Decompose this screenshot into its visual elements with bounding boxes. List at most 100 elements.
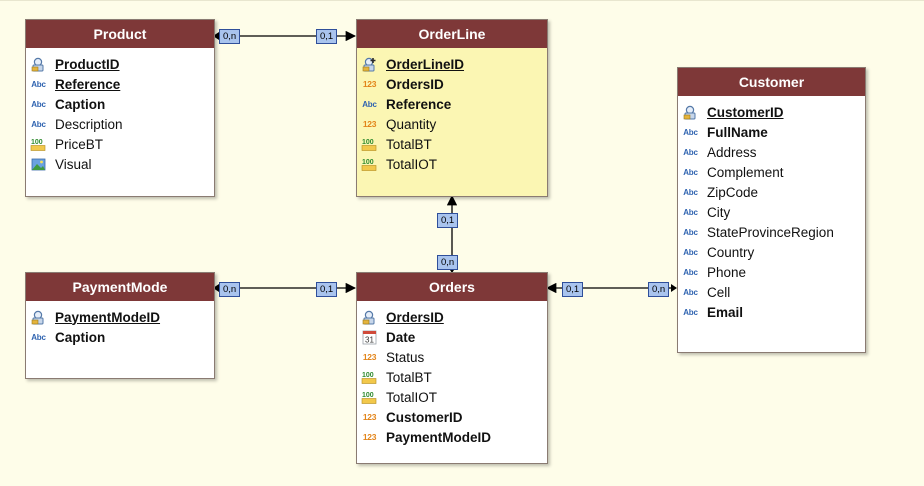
abc-icon: Abc <box>683 247 698 257</box>
field-label: StateProvinceRegion <box>707 224 834 240</box>
field-label: Quantity <box>386 116 437 132</box>
field-row[interactable]: 100 TotalIOT <box>357 387 547 407</box>
key-icon <box>30 57 47 72</box>
currency-icon: 100 <box>30 137 47 152</box>
link-customer-orders-tail <box>671 284 677 292</box>
svg-text:31: 31 <box>365 335 374 344</box>
entity-title[interactable]: Product <box>26 20 214 48</box>
cardinality-customer-side[interactable]: 0,n <box>648 282 670 297</box>
field-row[interactable]: Abc Cell <box>678 282 865 302</box>
abc-icon: Abc <box>31 332 46 342</box>
field-label: CustomerID <box>707 104 784 120</box>
numeric-icon: 123 <box>362 412 377 422</box>
field-label: PriceBT <box>55 136 104 152</box>
key-plus-icon <box>361 57 378 72</box>
field-label: Cell <box>707 284 731 300</box>
field-row[interactable]: ProductID <box>26 54 214 74</box>
field-label: TotalBT <box>386 136 432 152</box>
field-label: Description <box>55 116 123 132</box>
entity-title[interactable]: Customer <box>678 68 865 96</box>
field-row[interactable]: Visual <box>26 154 214 174</box>
field-row[interactable]: OrderLineID <box>357 54 547 74</box>
field-label: OrderLineID <box>386 56 465 72</box>
abc-icon: Abc <box>31 99 46 109</box>
field-label: Email <box>707 304 744 320</box>
cardinality-orderline-bottom[interactable]: 0,1 <box>437 213 459 228</box>
cardinality-product-side[interactable]: 0,n <box>219 29 241 44</box>
svg-text:100: 100 <box>362 159 374 166</box>
field-label: ProductID <box>55 56 120 72</box>
field-row[interactable]: Abc ZipCode <box>678 182 865 202</box>
field-row[interactable]: Abc Reference <box>357 94 547 114</box>
field-row[interactable]: 123 CustomerID <box>357 407 547 427</box>
svg-text:100: 100 <box>362 392 374 399</box>
field-row[interactable]: 31 Date <box>357 327 547 347</box>
abc-icon: Abc <box>362 99 377 109</box>
cardinality-orders-left[interactable]: 0,1 <box>316 282 338 297</box>
entity-title[interactable]: Orders <box>357 273 547 301</box>
cardinality-orderline-side[interactable]: 0,1 <box>316 29 338 44</box>
field-label: City <box>707 204 731 220</box>
abc-icon: Abc <box>683 307 698 317</box>
field-label: Date <box>386 329 416 345</box>
field-label: ZipCode <box>707 184 759 200</box>
field-label: PaymentModeID <box>55 309 161 325</box>
numeric-icon: 123 <box>362 352 377 362</box>
field-label: Phone <box>707 264 747 280</box>
abc-icon: Abc <box>683 187 698 197</box>
field-row[interactable]: OrdersID <box>357 307 547 327</box>
field-row[interactable]: Abc Reference <box>26 74 214 94</box>
field-row[interactable]: CustomerID <box>678 102 865 122</box>
numeric-icon: 123 <box>362 119 377 129</box>
link-product-orderline-tail <box>213 32 219 40</box>
field-row[interactable]: Abc Phone <box>678 262 865 282</box>
key-icon <box>682 105 699 120</box>
field-row[interactable]: PaymentModeID <box>26 307 214 327</box>
field-label: CustomerID <box>386 409 463 425</box>
abc-icon: Abc <box>683 287 698 297</box>
numeric-icon: 123 <box>362 79 377 89</box>
field-row[interactable]: 100 TotalIOT <box>357 154 547 174</box>
field-row[interactable]: 123 Quantity <box>357 114 547 134</box>
entity-title[interactable]: PaymentMode <box>26 273 214 301</box>
field-row[interactable]: Abc Email <box>678 302 865 322</box>
field-label: TotalIOT <box>386 389 438 405</box>
entity-title[interactable]: OrderLine <box>357 20 547 48</box>
field-label: Reference <box>55 76 121 92</box>
abc-icon: Abc <box>683 207 698 217</box>
link-paymentmode-orders-tail <box>213 284 219 292</box>
abc-icon: Abc <box>31 79 46 89</box>
field-label: Reference <box>386 96 452 112</box>
field-row[interactable]: Abc Country <box>678 242 865 262</box>
cardinality-orders-right[interactable]: 0,1 <box>562 282 584 297</box>
field-label: TotalIOT <box>386 156 438 172</box>
field-row[interactable]: 100 PriceBT <box>26 134 214 154</box>
abc-icon: Abc <box>683 267 698 277</box>
field-row[interactable]: Abc City <box>678 202 865 222</box>
svg-text:100: 100 <box>31 139 43 146</box>
field-label: Country <box>707 244 755 260</box>
cardinality-paymentmode-side[interactable]: 0,n <box>219 282 241 297</box>
cardinality-orders-top[interactable]: 0,n <box>437 255 459 270</box>
image-icon <box>30 157 47 172</box>
numeric-icon: 123 <box>362 432 377 442</box>
